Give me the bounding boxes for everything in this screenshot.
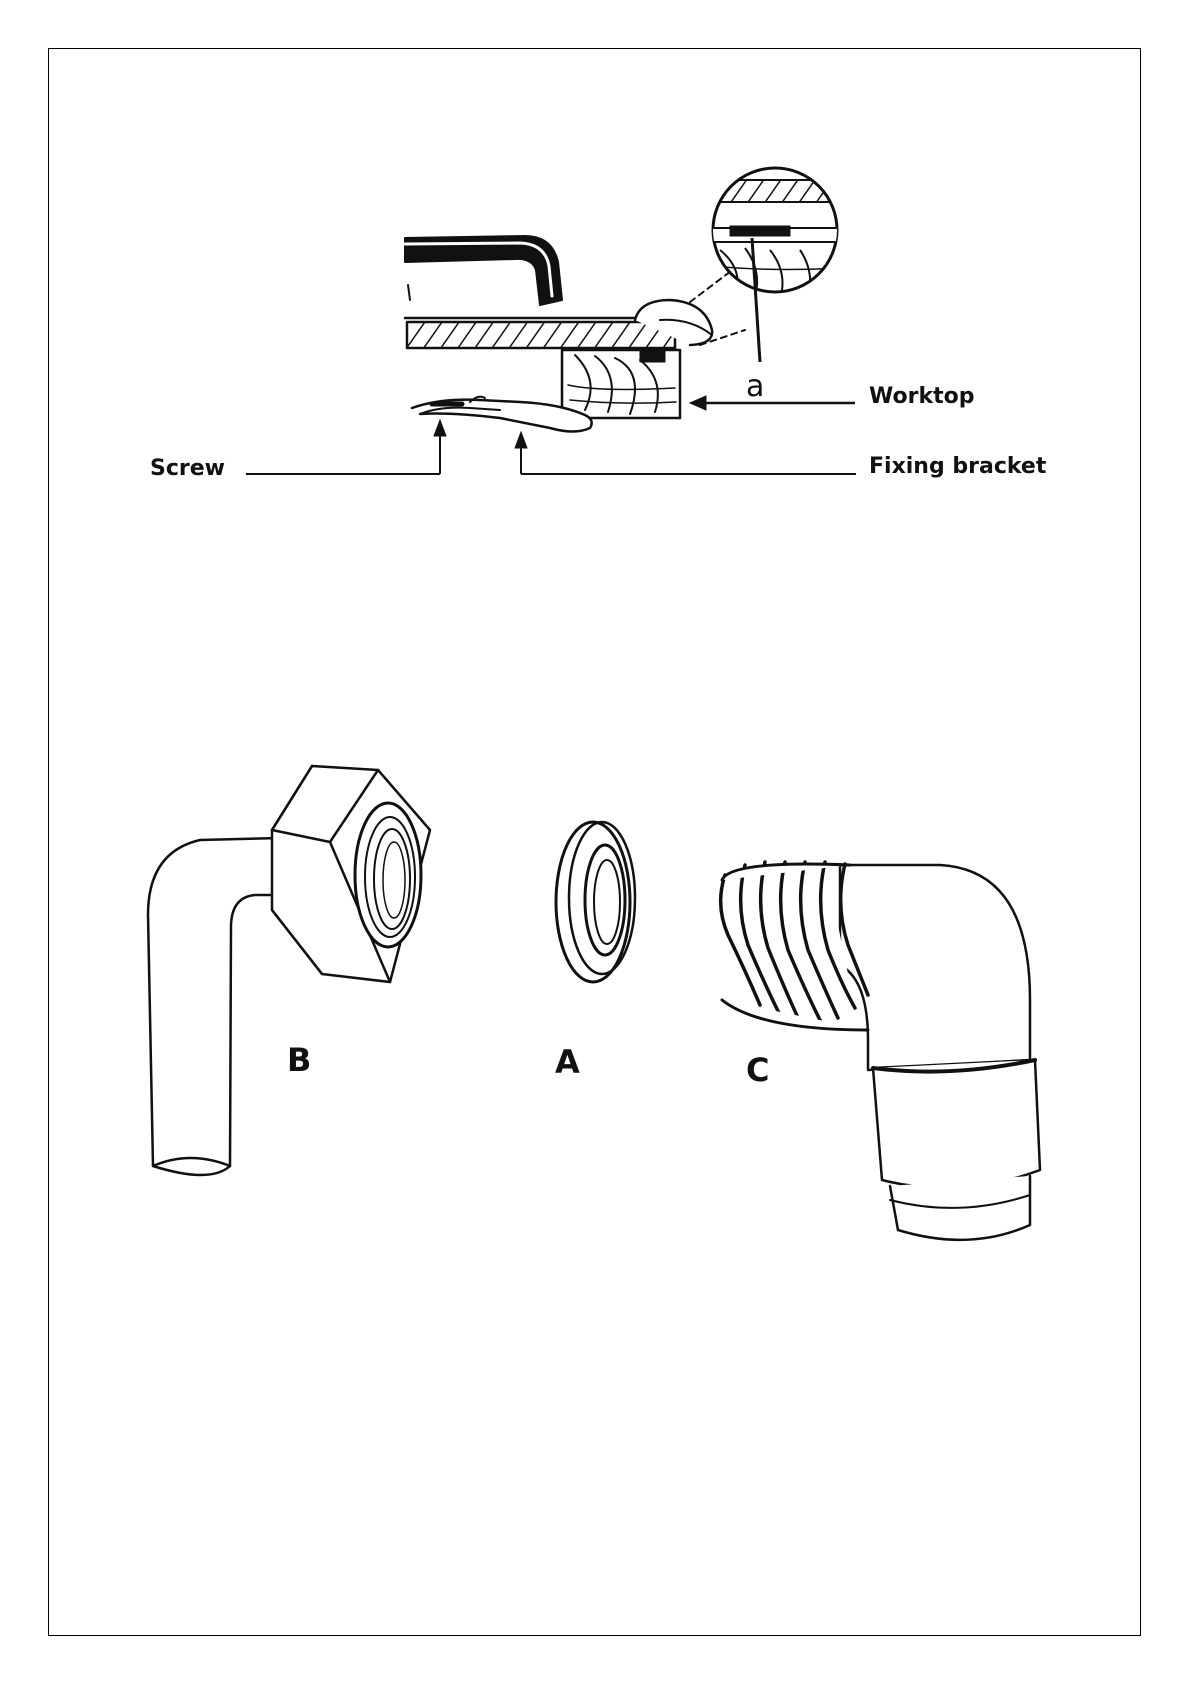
label-a: a <box>746 372 764 402</box>
label-worktop: Worktop <box>869 386 974 408</box>
part-a-washer <box>556 822 635 982</box>
label-part-a: A <box>555 1046 580 1078</box>
label-fixing-bracket: Fixing bracket <box>869 456 1046 478</box>
label-part-c: C <box>746 1054 769 1086</box>
detail-magnifier <box>700 168 850 362</box>
part-b-pipe-with-nut <box>148 766 430 1175</box>
label-part-b: B <box>287 1044 311 1076</box>
label-screw: Screw <box>150 458 225 480</box>
